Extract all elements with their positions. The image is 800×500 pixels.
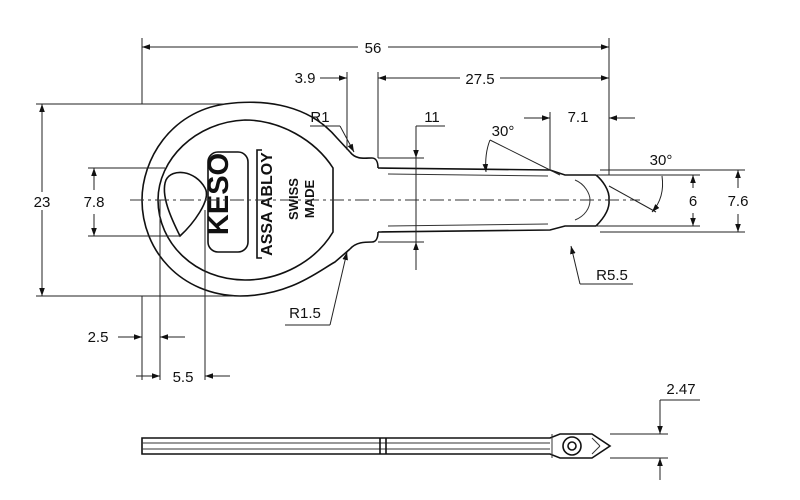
dim-blade-width-inner: 6 bbox=[689, 193, 697, 210]
dim-angle-upper: 30° bbox=[492, 123, 515, 140]
dim-blade-width-outer: 7.6 bbox=[728, 193, 749, 210]
grip-triangle bbox=[163, 171, 208, 238]
dim-offset-55: 5.5 bbox=[173, 369, 194, 386]
blade-top-edge bbox=[377, 167, 596, 176]
dim-radius-tip: R5.5 bbox=[596, 267, 628, 284]
dim-hole-height: 7.8 bbox=[84, 194, 105, 211]
dim-offset-25: 2.5 bbox=[88, 329, 109, 346]
dim-blade-length: 27.5 bbox=[465, 71, 494, 88]
brand-company-text: ASSA ABLOY bbox=[259, 152, 276, 256]
bow-outer-outline bbox=[141, 101, 351, 297]
key-side-view bbox=[141, 433, 612, 459]
dim-overall-length: 56 bbox=[365, 40, 382, 57]
dim-step-11: 11 bbox=[424, 109, 440, 126]
dim-radius-r1: R1 bbox=[310, 109, 329, 126]
blade-groove-top bbox=[387, 173, 549, 177]
key-outline: KESO ASSA ABLOY SWISS MADE bbox=[130, 101, 640, 297]
origin-line1-text: SWISS bbox=[286, 178, 301, 220]
dim-angle-tip: 30° bbox=[650, 152, 673, 169]
dim-bow-offset: 3.9 bbox=[295, 70, 316, 87]
blade-bottom-edge bbox=[377, 225, 596, 233]
brand-bracket bbox=[256, 149, 262, 259]
dim-tip-length: 7.1 bbox=[568, 109, 589, 126]
brand-logo-text: KESO bbox=[203, 153, 235, 235]
side-view-pin bbox=[562, 436, 582, 456]
dimension-lines: 56 3.9 27.5 R1 11 30° 7.1 30° bbox=[30, 38, 748, 386]
blade-groove-bottom bbox=[387, 223, 549, 227]
dim-thickness-group: 2.47 bbox=[610, 381, 700, 480]
dim-radius-r15: R1.5 bbox=[289, 305, 321, 322]
shoulder-step-top bbox=[349, 151, 379, 169]
dim-bow-height: 23 bbox=[34, 194, 51, 211]
logo-box bbox=[207, 151, 249, 253]
origin-line2-text: MADE bbox=[302, 180, 317, 219]
dim-thickness: 2.47 bbox=[666, 381, 695, 398]
shoulder-step-bottom bbox=[349, 231, 379, 250]
